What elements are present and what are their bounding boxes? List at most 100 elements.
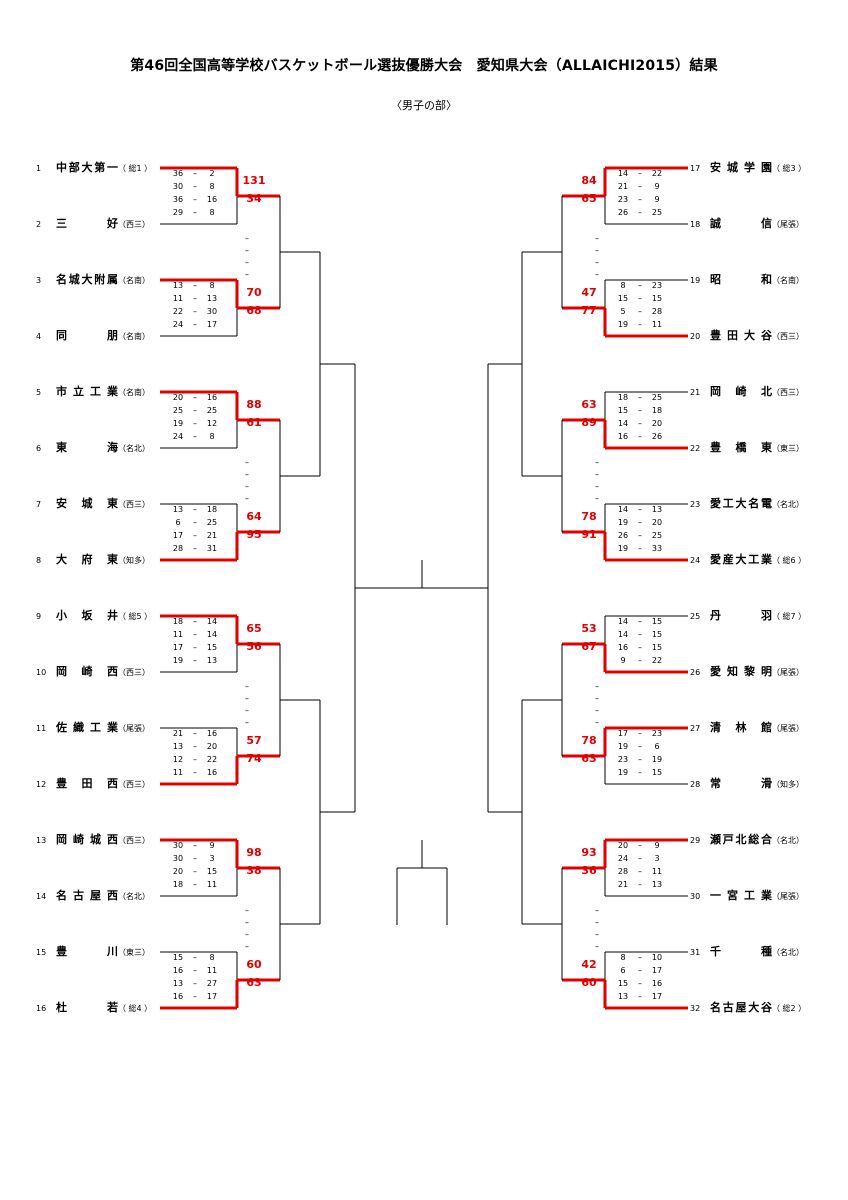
score-dash: – [193,294,197,303]
score-dash: – [193,281,197,290]
quarter-score-a: 13 [172,742,184,751]
score-dash: – [193,630,197,639]
quarter-score-b: 15 [206,643,218,652]
quarter-score: 18–11 [167,880,223,890]
quarter-score: 9–22 [612,656,668,666]
team-entry: 21 岡 崎 北（西三） [690,385,804,399]
quarter-score: 6–17 [612,966,668,976]
team-seed: 27 [690,724,701,733]
quarter-score-a: 24 [617,854,629,863]
quarter-score-a: 11 [172,294,184,303]
quarter-score-b: 20 [651,419,663,428]
quarter-score-b: 20 [651,518,663,527]
team-name: 杜 若 [56,1001,118,1014]
quarter-score-a: 12 [172,755,184,764]
team-region: （西三） [772,388,804,397]
quarter-score: 14–22 [612,169,668,179]
score-dash: – [193,195,197,204]
quarter-score: 20–9 [612,841,668,851]
team-region: （尾張） [772,668,804,677]
score-dash: – [638,742,642,751]
quarter-score: 15–8 [167,953,223,963]
score-dash: – [193,505,197,514]
quarter-score-b: 27 [206,979,218,988]
placeholder-dash: – [595,694,599,703]
score-dash: – [193,617,197,626]
page-title: 第46回全国高等学校バスケットボール選抜優勝大会 愛知県大会（ALLAICHI2… [130,58,718,74]
team-region: （西三） [772,332,804,341]
team-region: （尾張） [772,220,804,229]
score-dash: – [638,544,642,553]
total-score-bottom: 68 [246,304,262,317]
quarter-score-b: 30 [206,307,218,316]
quarter-score-a: 16 [617,643,629,652]
quarter-score-b: 26 [651,432,663,441]
score-dash: – [638,630,642,639]
quarter-score-b: 23 [651,729,663,738]
team-seed: 8 [36,556,42,565]
quarter-score: 20–15 [167,867,223,877]
quarter-score: 11–13 [167,294,223,304]
team-seed: 22 [690,444,701,453]
quarter-score-b: 11 [651,320,663,329]
score-dash: – [638,729,642,738]
score-dash: – [638,656,642,665]
quarter-score-a: 29 [172,208,184,217]
quarter-score: 21–16 [167,729,223,739]
quarter-score-a: 19 [617,518,629,527]
quarter-score: 30–9 [167,841,223,851]
quarter-score-a: 23 [617,195,629,204]
team-region: （知多） [772,780,804,789]
placeholder-dash: – [245,270,249,279]
team-region: （名北） [772,836,804,845]
quarter-score-b: 13 [651,505,663,514]
placeholder-dash: – [245,458,249,467]
quarter-score-a: 17 [172,643,184,652]
quarter-score-b: 31 [206,544,218,553]
total-score-top: 93 [581,846,597,859]
score-dash: – [638,195,642,204]
quarter-score-b: 17 [206,992,218,1001]
quarter-score-b: 20 [206,742,218,751]
team-seed: 3 [36,276,42,285]
quarter-score: 19–12 [167,419,223,429]
score-dash: – [193,643,197,652]
placeholder-dash: – [595,458,599,467]
team-name: 岡 崎 北 [710,385,772,398]
total-score-bottom: 67 [581,640,597,653]
placeholder-dash: – [245,682,249,691]
team-seed: 1 [36,164,42,173]
team-seed: 21 [690,388,701,397]
score-dash: – [638,755,642,764]
quarter-score: 28–11 [612,867,668,877]
score-dash: – [193,320,197,329]
total-score-top: 131 [242,174,266,187]
quarter-score: 19–15 [612,768,668,778]
score-dash: – [193,656,197,665]
placeholder-dash: – [595,682,599,691]
score-dash: – [193,182,197,191]
quarter-score: 18–25 [612,393,668,403]
quarter-score-a: 26 [617,531,629,540]
quarter-score-a: 11 [172,768,184,777]
team-region: （ 総4 ） [118,1004,153,1013]
score-dash: – [193,953,197,962]
total-score-top: 88 [246,398,262,411]
quarter-score-b: 17 [206,320,218,329]
quarter-score-b: 33 [651,544,663,553]
quarter-score-a: 20 [617,841,629,850]
placeholder-dash: – [245,246,249,255]
quarter-score: 14–20 [612,419,668,429]
team-region: （名南） [118,388,150,397]
quarter-score-a: 19 [617,544,629,553]
total-score-bottom: 38 [246,864,262,877]
placeholder-dash: – [245,470,249,479]
quarter-score: 19–20 [612,518,668,528]
